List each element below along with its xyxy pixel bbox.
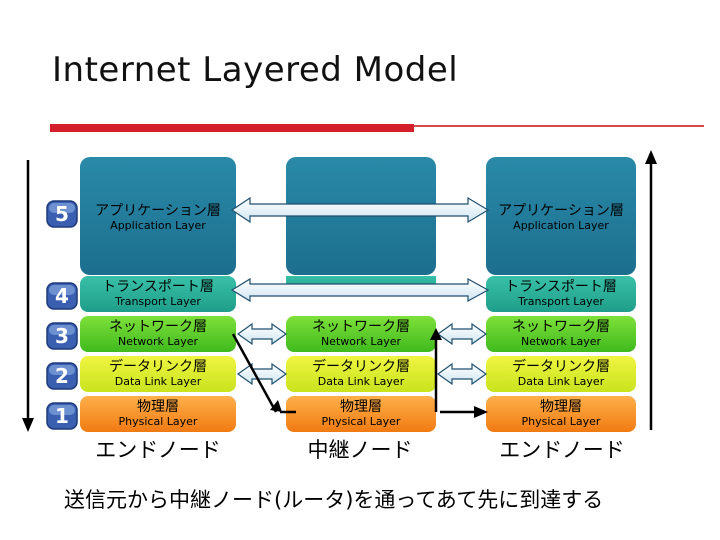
application-layer-jp: アプリケーション層 [498, 203, 624, 219]
middle-datalink-layer: データリンク層 Data Link Layer [286, 356, 436, 392]
physical-layer-jp: 物理層 [540, 399, 582, 415]
middle-node-label: 中継ノード [307, 438, 413, 462]
right-node-upper [486, 157, 636, 275]
layer-badge-4-number: 4 [55, 284, 69, 308]
layer-badge-5-number: 5 [55, 202, 69, 226]
layer-badge-2-number: 2 [55, 364, 69, 388]
network-right-arrow [436, 322, 488, 346]
layer-badge-4 [46, 282, 78, 310]
transport-layer-jp: トランスポート層 [505, 279, 617, 295]
left-node-upper [80, 157, 236, 275]
right-network-layer: ネットワーク層 Network Layer [486, 316, 636, 352]
network-layer-en: Network Layer [320, 335, 402, 348]
middle-physical-layer: 物理層 Physical Layer [286, 396, 436, 432]
datalink-layer-jp: データリンク層 [109, 359, 207, 375]
layer-badge-2 [46, 362, 78, 390]
layer-badge-3 [46, 322, 78, 350]
packet-path-middle [430, 328, 442, 412]
physical-layer-en: Physical Layer [521, 415, 601, 428]
datalink-left-arrow [236, 362, 288, 386]
left-transport-layer: トランスポート層 Transport Layer [80, 276, 236, 312]
datalink-layer-en: Data Link Layer [114, 375, 202, 388]
transport-layer-en: Transport Layer [115, 295, 201, 308]
caption: 送信元から中継ノード(ルータ)を通ってあて先に到達する [64, 488, 604, 512]
transport-layer-en: Transport Layer [518, 295, 604, 308]
network-layer-jp: ネットワーク層 [109, 319, 207, 335]
left-down-arrow [22, 160, 34, 432]
physical-layer-jp: 物理層 [340, 399, 382, 415]
right-node-label: エンドノード [499, 438, 625, 462]
network-layer-jp: ネットワーク層 [512, 319, 610, 335]
packet-path-right [440, 406, 488, 418]
page-title: Internet Layered Model [52, 50, 459, 90]
title-underline-accent [50, 124, 414, 132]
application-layer-jp: アプリケーション層 [95, 203, 221, 219]
layer-badge-1 [46, 402, 78, 430]
left-datalink-layer: データリンク層 Data Link Layer [80, 356, 236, 392]
right-application-layer: アプリケーション層 Application Layer [486, 200, 636, 234]
physical-layer-jp: 物理層 [137, 399, 179, 415]
application-peer-arrow [230, 196, 490, 224]
right-up-arrow [645, 150, 657, 430]
transport-peer-arrow [230, 277, 490, 303]
datalink-right-arrow [436, 362, 488, 386]
datalink-layer-jp: データリンク層 [512, 359, 610, 375]
title-underline-thin [414, 125, 704, 127]
transport-layer-jp: トランスポート層 [102, 279, 214, 295]
network-layer-en: Network Layer [117, 335, 199, 348]
application-layer-en: Application Layer [513, 219, 609, 232]
left-network-layer: ネットワーク層 Network Layer [80, 316, 236, 352]
network-left-arrow [236, 322, 288, 346]
layer-badge-1-number: 1 [55, 404, 69, 428]
datalink-layer-jp: データリンク層 [312, 359, 410, 375]
network-layer-en: Network Layer [520, 335, 602, 348]
layer-badge-5 [46, 200, 78, 228]
right-physical-layer: 物理層 Physical Layer [486, 396, 636, 432]
physical-layer-en: Physical Layer [118, 415, 198, 428]
packet-path-left [231, 333, 296, 414]
left-application-layer: アプリケーション層 Application Layer [80, 200, 236, 234]
right-transport-layer: トランスポート層 Transport Layer [486, 276, 636, 312]
datalink-layer-en: Data Link Layer [517, 375, 605, 388]
application-layer-en: Application Layer [110, 219, 206, 232]
physical-layer-en: Physical Layer [321, 415, 401, 428]
left-physical-layer: 物理層 Physical Layer [80, 396, 236, 432]
left-node-label: エンドノード [95, 438, 221, 462]
layer-badge-3-number: 3 [55, 324, 69, 348]
network-layer-jp: ネットワーク層 [312, 319, 410, 335]
middle-network-layer: ネットワーク層 Network Layer [286, 316, 436, 352]
right-datalink-layer: データリンク層 Data Link Layer [486, 356, 636, 392]
datalink-layer-en: Data Link Layer [317, 375, 405, 388]
